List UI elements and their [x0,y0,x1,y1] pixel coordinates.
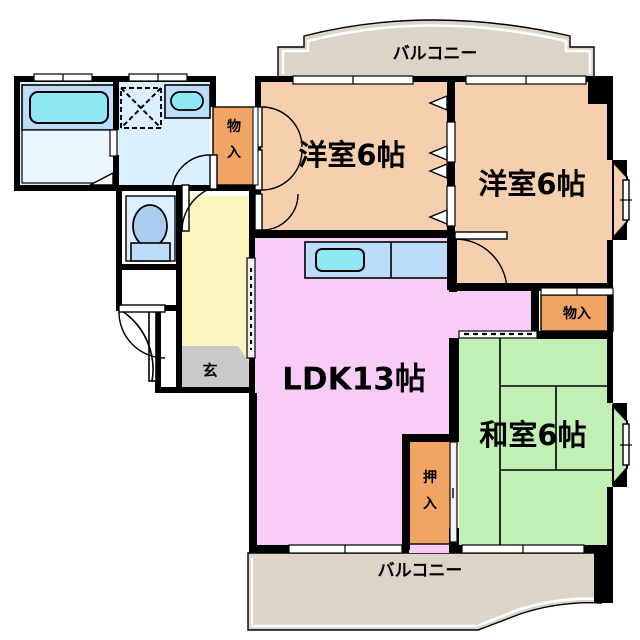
ldk-floor [249,236,537,553]
door-washroom-hall [171,154,218,190]
yoshitsu2-label: 洋室6帖 [478,167,585,201]
bay-window-yoshitsu2 [612,159,632,241]
window-yoshitsu2-north [465,75,587,85]
kitchen-counter [304,241,454,279]
toilet [125,195,176,262]
hallway-floor [182,196,249,386]
yoshitsu1-floor [261,82,447,232]
window-washroom [128,73,188,82]
oshiire-label: 押入 [423,469,437,512]
ldk-label: LDK13帖 [282,362,426,398]
monoire-right-label: 物入 [563,305,591,322]
balcony-north-label: バルコニー [393,44,478,64]
door-yoshitsu1-hall [254,193,299,231]
washitsu-label: 和室6帖 [479,418,586,452]
bath-floor-area [21,129,117,184]
wash-basin [164,84,211,119]
tatami-mat-lines [499,338,613,553]
door-bath [89,129,118,186]
closet-monoire-right: 物入 [540,294,614,332]
window-bath [33,73,93,82]
window-washitsu-south [461,544,585,554]
bay-window-washitsu [612,403,632,487]
sliding-door-monoire-left [252,106,259,186]
closet-monoire-left: 物入 [212,106,256,186]
door-washroom [181,184,229,232]
door-yoshitsu2 [454,231,508,292]
yoshitsu1-label: 洋室6帖 [298,138,405,172]
sliding-door-between-bedrooms [428,94,456,227]
window-monoire-right [540,287,614,296]
balcony-south-label: バルコニー [378,561,463,581]
genkan-floor [178,346,249,393]
washing-machine-space [120,87,162,129]
balcony-north: バルコニー [277,19,595,79]
closet-oshiire: 押入 [407,439,453,545]
windows [33,73,614,554]
window-ldk-south [288,544,403,554]
bathtub [21,84,117,131]
sliding-door-oshiire [449,441,458,543]
sliding-door-hall-ldk [246,257,256,359]
washitsu-floor [459,338,613,553]
fusuma-washitsu-ldk [458,330,538,339]
sliding-doors [246,94,538,543]
monoire-left-label-1: 物入 [227,118,241,161]
kitchen-sink [315,248,365,272]
window-yoshitsu1-north [292,75,414,85]
genkan-label: 玄 [202,362,217,380]
door-toilet [118,304,166,359]
